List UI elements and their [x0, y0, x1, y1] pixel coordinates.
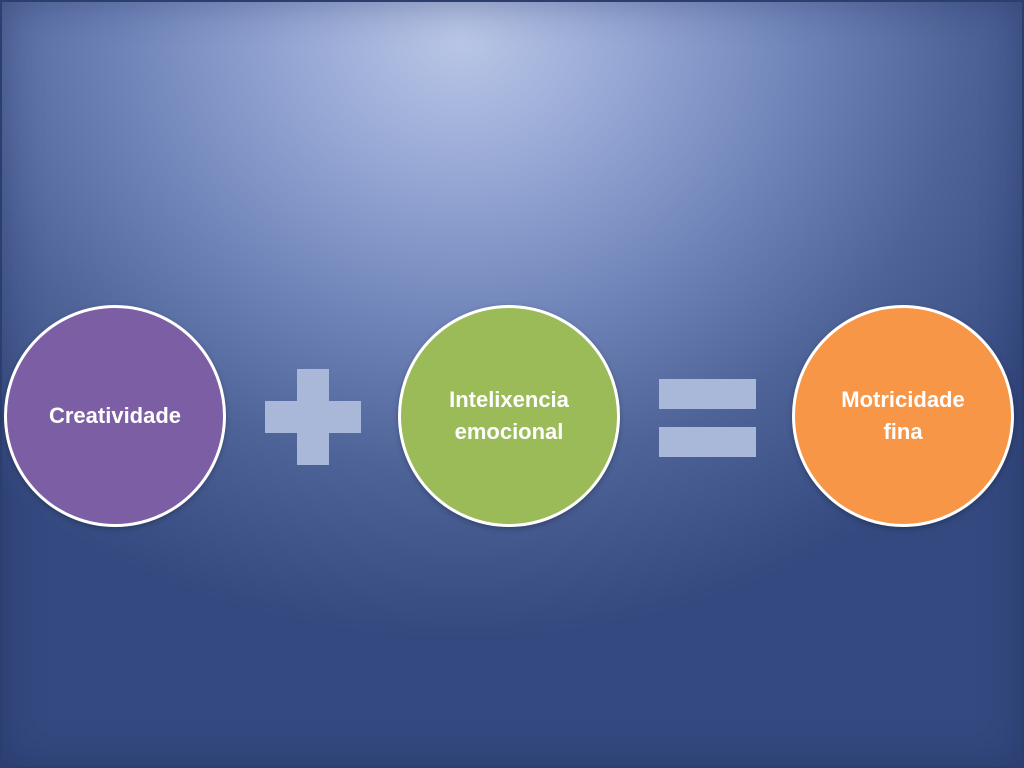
- circle-intelixencia-emocional: Intelixencia emocional: [398, 305, 620, 527]
- circle-label-creatividade: Creatividade: [48, 403, 182, 429]
- plus-icon: [265, 369, 361, 465]
- circle-label-intelixencia-emocional: Intelixencia emocional: [449, 387, 569, 444]
- plus-icon-horizontal-bar: [265, 401, 361, 433]
- equals-icon-bottom-bar: [659, 427, 756, 457]
- circle-creatividade: Creatividade: [4, 305, 226, 527]
- circle-motricidade-fina: Motricidade fina: [792, 305, 1014, 527]
- equals-icon: [659, 379, 756, 457]
- equals-icon-top-bar: [659, 379, 756, 409]
- circle-label-motricidade-fina: Motricidade fina: [841, 387, 965, 444]
